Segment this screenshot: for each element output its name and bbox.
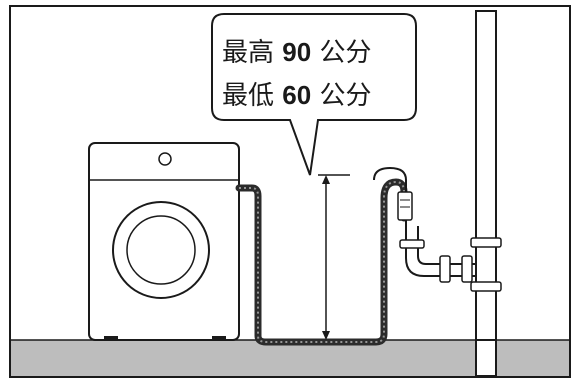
- standpipe-icon: [399, 10, 502, 377]
- callout-line2-unit: 公分: [319, 81, 371, 111]
- callout-line1-value: 90: [282, 37, 311, 67]
- callout-line1-prefix: 最高: [222, 38, 274, 68]
- svg-text:最高 90 公分: 最高 90 公分: [222, 37, 371, 68]
- washing-machine-icon: [88, 142, 240, 341]
- svg-text:最低 60 公分: 最低 60 公分: [222, 80, 371, 111]
- height-callout: 最高 90 公分 最低 60 公分: [211, 13, 417, 176]
- height-arrow-icon: [318, 174, 350, 340]
- callout-line2-prefix: 最低: [222, 81, 274, 111]
- callout-line1-unit: 公分: [319, 38, 371, 68]
- hose-hook: [373, 166, 413, 226]
- callout-line2-value: 60: [282, 80, 311, 110]
